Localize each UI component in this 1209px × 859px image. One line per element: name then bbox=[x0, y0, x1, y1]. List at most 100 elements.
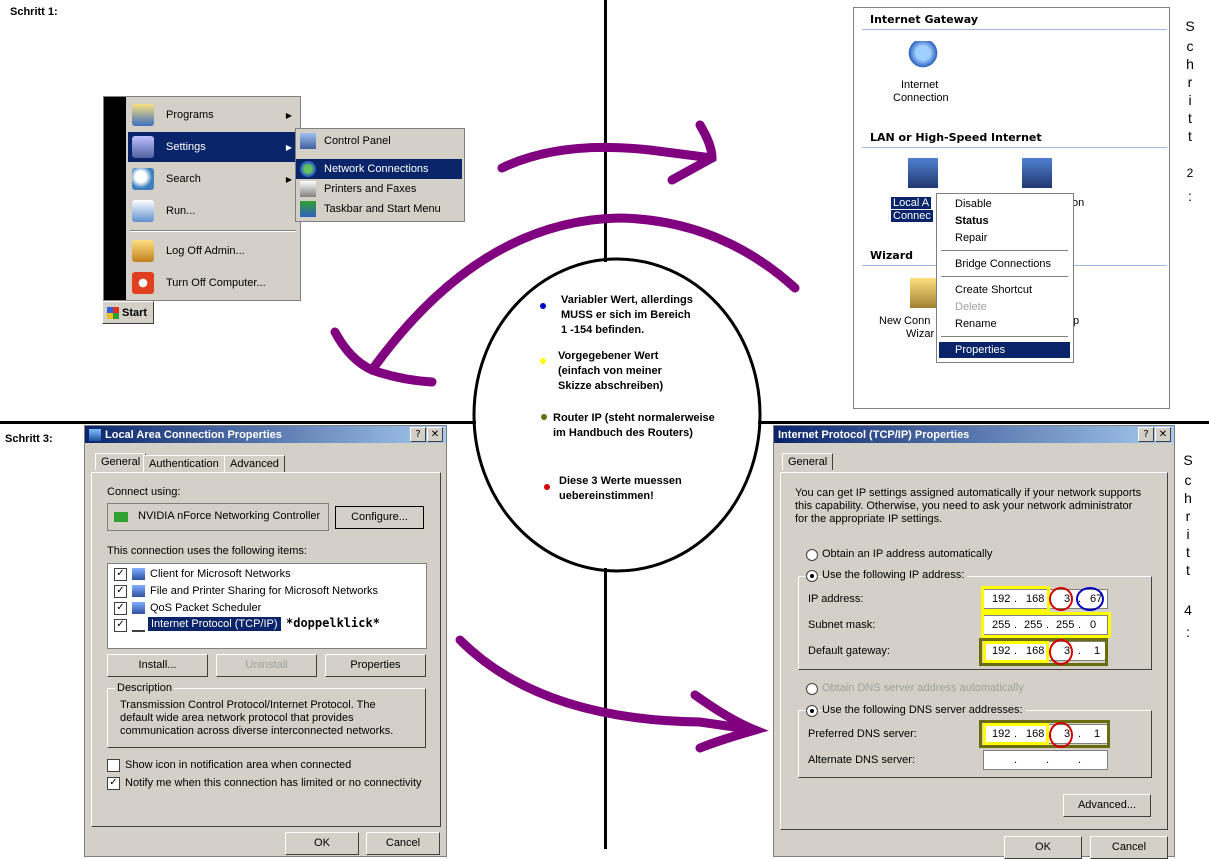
adapter-field: NVIDIA nForce Networking Controller bbox=[107, 503, 329, 531]
highlight-red bbox=[1049, 722, 1073, 748]
start-menu-strip bbox=[104, 97, 126, 300]
show-icon-label: Show icon in notification area when conn… bbox=[125, 759, 352, 771]
cancel-button[interactable]: Cancel bbox=[1090, 836, 1168, 859]
step2-letter: 2 bbox=[1186, 166, 1194, 180]
description-title: Description bbox=[115, 682, 175, 694]
start-menu-turnoff[interactable]: Turn Off Computer... bbox=[128, 268, 298, 298]
local-area-connection-icon[interactable] bbox=[908, 158, 938, 188]
ctx-separator bbox=[941, 250, 1068, 251]
ctx-rename[interactable]: Rename bbox=[955, 318, 997, 330]
submenu-taskbar[interactable]: Taskbar and Start Menu bbox=[296, 199, 462, 219]
ctx-status[interactable]: Status bbox=[955, 215, 989, 227]
ip-group bbox=[798, 576, 1152, 670]
legend-line: Variabler Wert, allerdings bbox=[561, 294, 693, 306]
adns-label: Alternate DNS server: bbox=[808, 754, 915, 766]
tab-authentication[interactable]: Authentication bbox=[143, 455, 225, 472]
start-menu-logoff[interactable]: Log Off Admin... bbox=[128, 236, 298, 266]
internet-connection-icon[interactable] bbox=[908, 41, 938, 71]
start-menu-item-label: Turn Off Computer... bbox=[166, 277, 266, 289]
description-group bbox=[107, 688, 426, 748]
second-connection-icon[interactable] bbox=[1022, 158, 1052, 188]
legend-yellow: Vorgegebener Wert (einfach von meiner Sk… bbox=[558, 349, 663, 394]
local-label-line2: Connec bbox=[891, 210, 933, 222]
use-dns-radio[interactable] bbox=[806, 705, 818, 717]
ctx-repair[interactable]: Repair bbox=[955, 232, 988, 244]
start-menu-programs[interactable]: Programs ▶ bbox=[128, 100, 298, 130]
search-icon bbox=[132, 168, 154, 190]
legend-blue: Variabler Wert, allerdings MUSS er sich … bbox=[561, 293, 693, 338]
legend-line: im Handbuch des Routers) bbox=[553, 427, 693, 439]
close-button[interactable]: ✕ bbox=[427, 427, 443, 442]
ctx-properties[interactable]: Properties bbox=[939, 342, 1070, 358]
legend-red: Diese 3 Werte muessen uebereinstimmen! bbox=[559, 474, 682, 504]
start-menu-separator bbox=[130, 230, 296, 232]
auto-ip-radio[interactable] bbox=[806, 549, 818, 561]
wizard-label-tail: p bbox=[1073, 315, 1080, 327]
ctx-delete[interactable]: Delete bbox=[955, 301, 987, 313]
mask-octet-2: 255 bbox=[1024, 619, 1043, 631]
submenu-network-connections[interactable]: Network Connections bbox=[296, 159, 462, 179]
connect-using-label: Connect using: bbox=[107, 486, 181, 498]
step4-letter: c bbox=[1184, 472, 1192, 488]
doubleclick-note: *doppelklick* bbox=[286, 616, 380, 630]
item-label[interactable]: File and Printer Sharing for Microsoft N… bbox=[150, 585, 379, 597]
submenu-control-panel[interactable]: Control Panel bbox=[296, 131, 462, 151]
install-button[interactable]: Install... bbox=[107, 654, 208, 677]
start-menu-item-label: Programs bbox=[166, 109, 214, 121]
show-icon-checkbox[interactable] bbox=[107, 759, 120, 772]
tab-advanced[interactable]: Advanced bbox=[224, 455, 285, 472]
auto-dns-radio[interactable] bbox=[806, 683, 818, 695]
properties-button[interactable]: Properties bbox=[325, 654, 426, 677]
mask-label: Subnet mask: bbox=[808, 619, 876, 631]
ctx-disable[interactable]: Disable bbox=[955, 198, 992, 210]
help-button[interactable]: ? bbox=[1138, 427, 1154, 442]
pdns-label: Preferred DNS server: bbox=[808, 728, 917, 740]
item-label-tcpip[interactable]: Internet Protocol (TCP/IP) bbox=[148, 617, 281, 631]
new-connection-wizard-icon[interactable] bbox=[910, 278, 940, 308]
subnet-mask-field[interactable]: 255 . 255 . 255 . 0 bbox=[983, 615, 1108, 635]
close-button[interactable]: ✕ bbox=[1155, 427, 1171, 442]
programs-icon bbox=[132, 104, 154, 126]
alternate-dns-field[interactable]: . . . bbox=[983, 750, 1108, 770]
item-checkbox[interactable]: ✓ bbox=[114, 602, 127, 615]
start-button[interactable]: Start bbox=[102, 301, 154, 324]
mask-dot: . bbox=[1046, 619, 1050, 631]
start-menu-search[interactable]: Search ▶ bbox=[128, 164, 298, 194]
tab-general[interactable]: General bbox=[95, 453, 147, 470]
tcpip-titlebar: Internet Protocol (TCP/IP) Properties bbox=[774, 426, 1174, 443]
help-button[interactable]: ? bbox=[410, 427, 426, 442]
pdns-octet-2: 168 bbox=[1026, 728, 1045, 740]
ok-button[interactable]: OK bbox=[1004, 836, 1082, 859]
item-label[interactable]: Client for Microsoft Networks bbox=[150, 568, 291, 580]
gateway-label-line2: Connection bbox=[893, 92, 949, 104]
use-ip-radio[interactable] bbox=[806, 570, 818, 582]
ctx-bridge[interactable]: Bridge Connections bbox=[955, 258, 1052, 270]
legend-line: Router IP (steht normalerweise bbox=[553, 412, 715, 424]
configure-button[interactable]: Configure... bbox=[335, 506, 424, 529]
lac-properties-window: Local Area Connection Properties ? ✕ Gen… bbox=[84, 425, 447, 857]
cancel-button[interactable]: Cancel bbox=[366, 832, 440, 855]
ok-button[interactable]: OK bbox=[285, 832, 359, 855]
lac-panel bbox=[91, 472, 441, 827]
start-menu-run[interactable]: Run... bbox=[128, 196, 298, 226]
legend-line: uebereinstimmen! bbox=[559, 490, 654, 502]
notify-checkbox[interactable]: ✓ bbox=[107, 777, 120, 790]
start-menu-settings[interactable]: Settings ▶ bbox=[128, 132, 298, 162]
pdns-octet-4: 1 bbox=[1094, 728, 1101, 740]
tab-general[interactable]: General bbox=[782, 453, 834, 470]
advanced-button[interactable]: Advanced... bbox=[1063, 794, 1151, 817]
submenu-printers[interactable]: Printers and Faxes bbox=[296, 179, 462, 199]
item-checkbox[interactable]: ✓ bbox=[114, 585, 127, 598]
submenu-item-label: Control Panel bbox=[324, 135, 391, 147]
ctx-separator bbox=[941, 276, 1068, 277]
lac-titlebar: Local Area Connection Properties bbox=[85, 426, 446, 443]
uninstall-button[interactable]: Uninstall bbox=[216, 654, 317, 677]
item-label[interactable]: QoS Packet Scheduler bbox=[150, 602, 262, 614]
divider-horizontal-right bbox=[758, 421, 1209, 424]
use-dns-label: Use the following DNS server addresses: bbox=[822, 704, 1026, 716]
item-checkbox[interactable]: ✓ bbox=[114, 568, 127, 581]
ctx-shortcut[interactable]: Create Shortcut bbox=[955, 284, 1033, 296]
item-checkbox[interactable]: ✓ bbox=[114, 619, 127, 632]
pdns-dot: . bbox=[1014, 728, 1018, 740]
